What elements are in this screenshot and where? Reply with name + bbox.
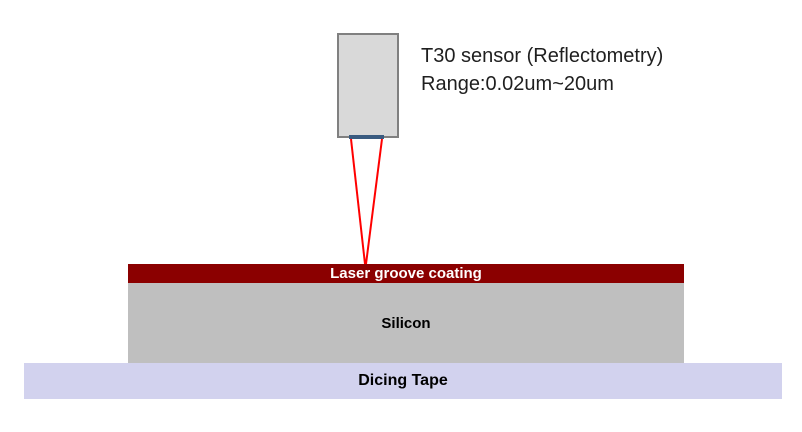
laser-beam-right-line xyxy=(365,138,383,265)
sensor-tip xyxy=(349,135,384,139)
layer-laser-groove-coating-label: Laser groove coating xyxy=(330,265,482,282)
sensor-caption-line1: T30 sensor (Reflectometry) xyxy=(421,45,664,67)
layer-silicon-label: Silicon xyxy=(381,314,431,332)
sensor-body xyxy=(337,33,399,138)
layer-dicing-tape: Dicing Tape xyxy=(24,363,782,399)
sensor-caption: T30 sensor (Reflectometry) Range:0.02um~… xyxy=(421,42,663,98)
layer-silicon: Silicon xyxy=(128,283,684,363)
sensor-caption-line2: Range:0.02um~20um xyxy=(421,73,614,95)
laser-beam-left-line xyxy=(350,138,366,265)
layer-dicing-tape-label: Dicing Tape xyxy=(358,372,448,389)
layer-laser-groove-coating: Laser groove coating xyxy=(128,264,684,283)
